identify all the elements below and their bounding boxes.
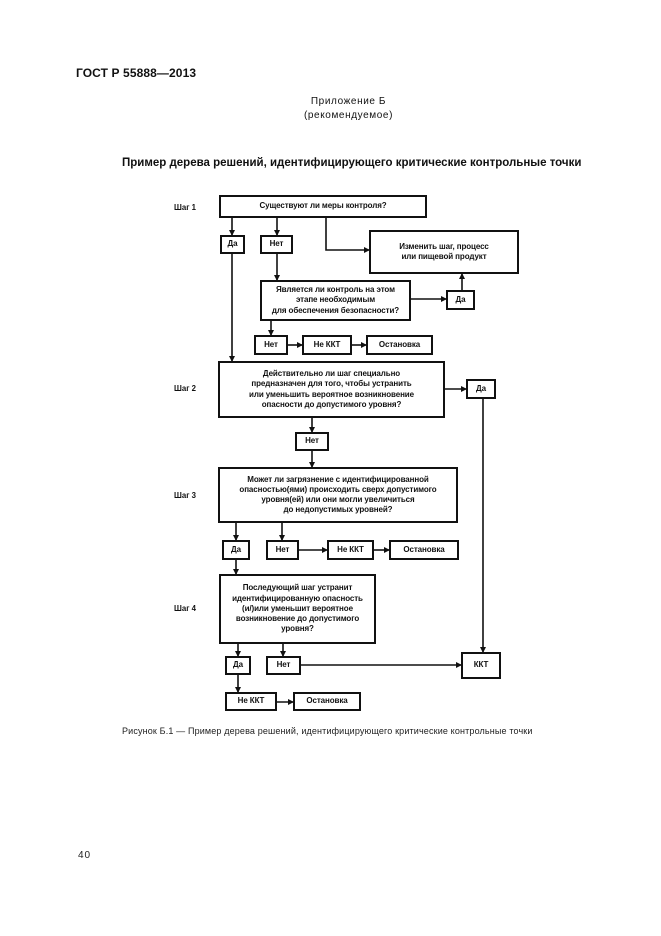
q1b-stop-box: Остановка [366, 335, 433, 355]
q4-yes-box: Да [225, 656, 251, 675]
q4-no-text: Нет [276, 660, 291, 670]
appendix-title: Приложение Б [310, 96, 387, 107]
q1-yes-text: Да [227, 239, 238, 249]
ccp-text: ККТ [473, 660, 489, 670]
q1b-yes-box: Да [446, 290, 475, 310]
q4-not-ccp-text: Не ККТ [237, 696, 265, 706]
q4-no-box: Нет [266, 656, 301, 675]
figure-caption: Рисунок Б.1 — Пример дерева решений, иде… [122, 726, 533, 736]
q4-stop-box: Остановка [293, 692, 361, 711]
q2-no-box: Нет [295, 432, 329, 451]
q1b-no-box: Нет [254, 335, 288, 355]
q3-no-text: Нет [275, 544, 290, 554]
q3-yes-text: Да [231, 544, 241, 554]
figure-title: Пример дерева решений, идентифицирующего… [122, 157, 582, 169]
ccp-box: ККТ [461, 652, 501, 679]
q2-yes-box: Да [466, 379, 496, 399]
step-3-label: Шаг 3 [174, 490, 196, 500]
q3-not-ccp-text: Не ККТ [337, 544, 364, 554]
q2-no-text: Нет [305, 436, 319, 446]
question-1-box: Существуют ли меры контроля? [219, 195, 427, 218]
step-1-label: Шаг 1 [174, 202, 196, 212]
q1-yes-box: Да [220, 235, 245, 254]
q1b-no-text: Нет [264, 339, 278, 349]
question-1b-box: Является ли контроль на этом этапе необх… [260, 280, 411, 321]
question-4-box: Последующий шаг устранит идентифицирован… [219, 574, 376, 644]
connector-q1-modify [325, 217, 370, 253]
q3-yes-box: Да [222, 540, 250, 560]
q3-not-ccp-box: Не ККТ [327, 540, 374, 560]
q1b-not-ccp-text: Не ККТ [313, 339, 341, 349]
appendix-status: (рекомендуемое) [303, 110, 394, 121]
q1-no-text: Нет [269, 239, 284, 249]
question-4-text: Последующий шаг устранит идентифицирован… [232, 583, 363, 634]
question-2-text: Действительно ли шаг специально предназн… [249, 369, 414, 409]
q3-stop-text: Остановка [403, 544, 445, 554]
modify-step-text: Изменить шаг, процесс или пищевой продук… [399, 241, 489, 261]
question-3-text: Может ли загрязнение с идентифицированно… [239, 474, 437, 515]
q1-no-box: Нет [260, 235, 293, 254]
q4-stop-text: Остановка [306, 696, 348, 706]
page-number: 40 [78, 850, 92, 861]
q3-stop-box: Остановка [389, 540, 459, 560]
q1b-yes-text: Да [455, 294, 466, 304]
question-1-text: Существуют ли меры контроля? [259, 201, 387, 211]
step-4-label: Шаг 4 [174, 603, 196, 613]
q4-yes-text: Да [233, 660, 243, 670]
document-code: ГОСТ Р 55888—2013 [76, 66, 197, 80]
question-2-box: Действительно ли шаг специально предназн… [218, 361, 445, 418]
question-1b-text: Является ли контроль на этом этапе необх… [271, 285, 400, 315]
q3-no-box: Нет [266, 540, 299, 560]
q4-not-ccp-box: Не ККТ [225, 692, 277, 711]
q2-yes-text: Да [476, 383, 486, 393]
question-3-box: Может ли загрязнение с идентифицированно… [218, 467, 458, 523]
q1b-stop-text: Остановка [378, 339, 421, 349]
q1b-not-ccp-box: Не ККТ [302, 335, 352, 355]
modify-step-box: Изменить шаг, процесс или пищевой продук… [369, 230, 519, 274]
step-2-label: Шаг 2 [174, 383, 196, 393]
